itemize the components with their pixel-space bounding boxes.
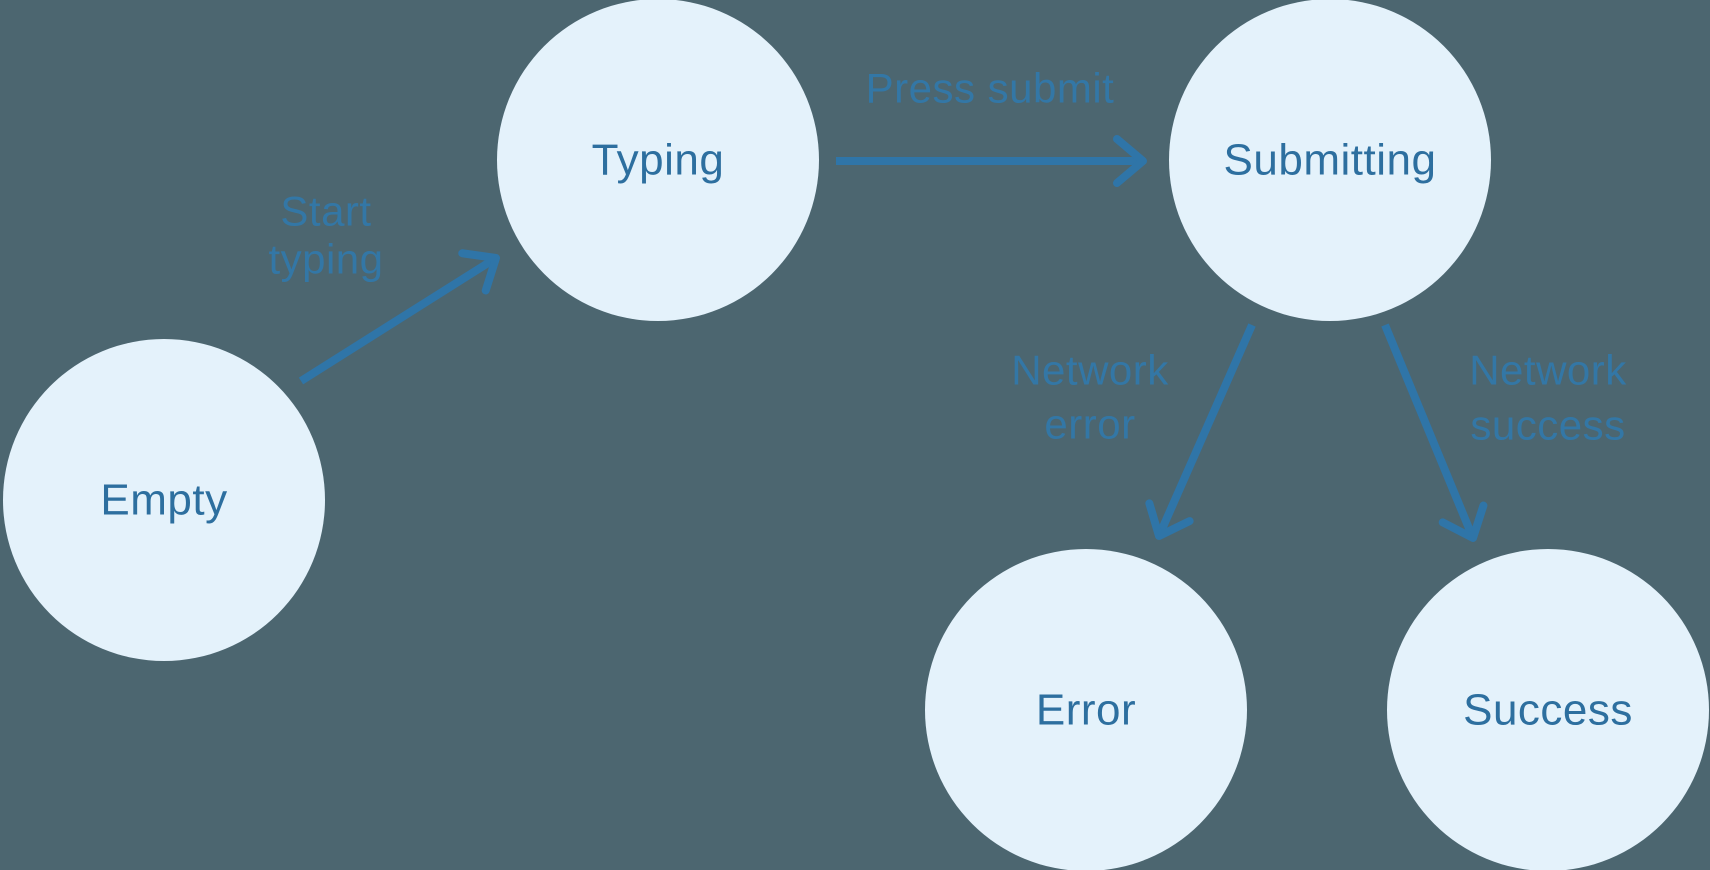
state-name-error: Error — [1036, 686, 1136, 735]
transition-label-network-error: Network error — [1011, 347, 1169, 448]
transition-label-line: Start — [280, 188, 371, 235]
state-name-typing: Typing — [592, 136, 725, 185]
state-node-submitting — [1169, 0, 1491, 321]
state-node-error — [925, 549, 1247, 870]
transition-label-line: Network — [1011, 347, 1169, 394]
transition-label-line: typing — [268, 236, 383, 283]
transition-arrow-network-success — [1381, 323, 1488, 542]
transition-label-line: error — [1044, 401, 1135, 448]
transition-arrow-start-typing — [298, 249, 500, 385]
state-node-success — [1387, 549, 1709, 870]
state-node-typing — [497, 0, 819, 321]
state-name-success: Success — [1463, 686, 1633, 735]
transition-label-line: Network — [1469, 347, 1627, 394]
nodes-layer — [3, 0, 1709, 870]
transition-label-line: Press submit — [866, 65, 1115, 112]
edges-layer — [298, 135, 1488, 542]
transition-arrow-network-error — [1145, 323, 1256, 540]
transition-label-press-submit: Press submit — [866, 65, 1115, 112]
transition-label-network-success: Network success — [1469, 347, 1627, 449]
state-name-submitting: Submitting — [1224, 136, 1437, 185]
state-node-empty — [3, 339, 325, 661]
transition-label-line: success — [1470, 402, 1625, 449]
state-name-empty: Empty — [100, 476, 227, 525]
